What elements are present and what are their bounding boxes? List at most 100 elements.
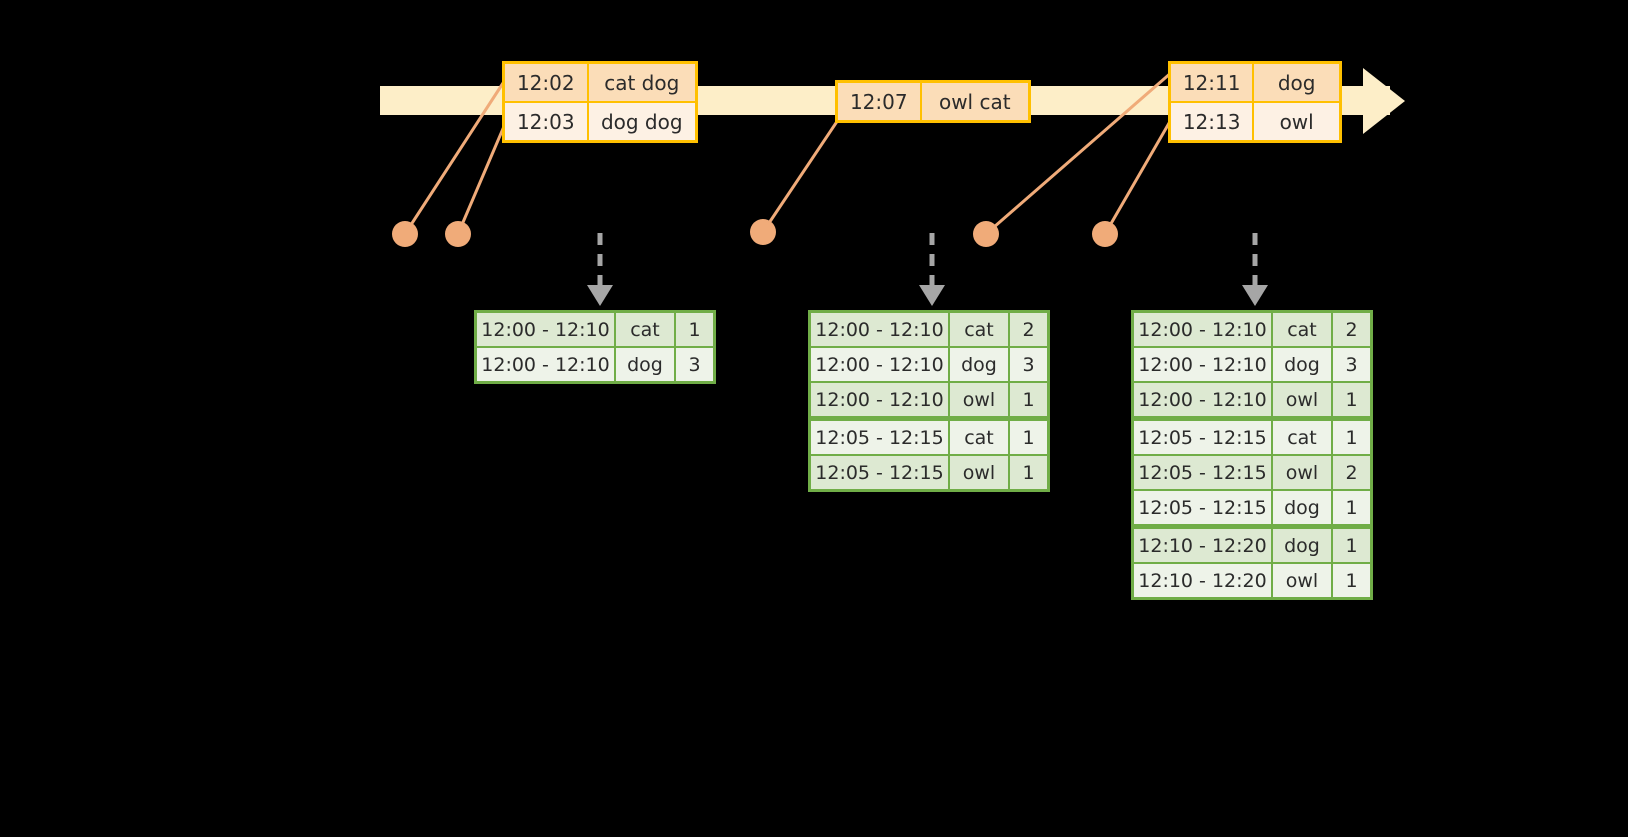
emit-arrow-1-head-icon (587, 285, 613, 306)
trigger-dot-3 (750, 219, 776, 245)
event-time: 12:07 (849, 89, 908, 114)
window-cell: 12:10 - 12:20 (1134, 529, 1271, 562)
key-cell: cat (950, 421, 1008, 454)
trigger-dot-2 (445, 221, 471, 247)
trigger-dot-4 (973, 221, 999, 247)
window-cell: 12:05 - 12:15 (811, 421, 948, 454)
key-cell: cat (1273, 313, 1331, 346)
key-cell: owl (1273, 564, 1331, 597)
count-cell: 1 (1333, 491, 1370, 524)
event-box-1: 12:02 cat dog 12:03 dog dog (502, 61, 698, 143)
count-cell: 1 (1333, 383, 1370, 416)
key-cell: dog (950, 348, 1008, 381)
event-text: cat dog (586, 64, 695, 101)
count-cell: 1 (1010, 421, 1047, 454)
event-row: 12:02 cat dog (505, 64, 695, 101)
window-cell: 12:00 - 12:10 (477, 313, 614, 346)
trigger-dot-5 (1092, 221, 1118, 247)
trigger-dot-5-line (1103, 117, 1174, 235)
count-cell: 1 (1333, 529, 1370, 562)
window-cell: 12:00 - 12:10 (811, 348, 948, 381)
event-time: 12:13 (1182, 109, 1241, 134)
count-cell: 2 (1333, 456, 1370, 489)
window-cell: 12:00 - 12:10 (1134, 348, 1271, 381)
window-cell: 12:05 - 12:15 (811, 456, 948, 489)
window-cell: 12:00 - 12:10 (1134, 383, 1271, 416)
count-cell: 2 (1010, 313, 1047, 346)
trigger-dot-2-line (456, 116, 510, 235)
key-cell: owl (950, 383, 1008, 416)
key-cell: dog (616, 348, 674, 381)
count-cell: 3 (676, 348, 713, 381)
event-row: 12:07 owl cat (838, 83, 1028, 120)
event-text: owl cat (919, 83, 1028, 120)
event-text: dog (1252, 64, 1339, 101)
key-cell: cat (616, 313, 674, 346)
event-row: 12:11 dog (1171, 64, 1339, 101)
emit-arrow-3-head-icon (1242, 285, 1268, 306)
count-cell: 3 (1333, 348, 1370, 381)
window-cell: 12:05 - 12:15 (1134, 421, 1271, 454)
key-cell: cat (950, 313, 1008, 346)
event-box-2: 12:07 owl cat (835, 80, 1031, 123)
count-cell: 3 (1010, 348, 1047, 381)
count-cell: 1 (676, 313, 713, 346)
key-cell: owl (1273, 456, 1331, 489)
count-cell: 1 (1010, 383, 1047, 416)
key-cell: owl (950, 456, 1008, 489)
trigger-dot-1 (392, 221, 418, 247)
timeline-arrowhead-icon (1363, 68, 1405, 134)
emit-arrow-2-head-icon (919, 285, 945, 306)
count-cell: 1 (1333, 421, 1370, 454)
window-cell: 12:00 - 12:10 (811, 313, 948, 346)
count-cell: 1 (1010, 456, 1047, 489)
event-time: 12:02 (516, 70, 575, 95)
key-cell: dog (1273, 491, 1331, 524)
count-cell: 1 (1333, 564, 1370, 597)
window-cell: 12:05 - 12:15 (1134, 456, 1271, 489)
trigger-dot-3-line (761, 113, 844, 233)
emit-arrows (587, 233, 1268, 306)
key-cell: dog (1273, 529, 1331, 562)
event-time: 12:11 (1182, 70, 1241, 95)
window-cell: 12:00 - 12:10 (811, 383, 948, 416)
window-cell: 12:00 - 12:10 (1134, 313, 1271, 346)
window-cell: 12:00 - 12:10 (477, 348, 614, 381)
key-cell: owl (1273, 383, 1331, 416)
event-row: 12:03 dog dog (505, 101, 695, 140)
event-time: 12:03 (516, 109, 575, 134)
key-cell: dog (1273, 348, 1331, 381)
event-text: dog dog (586, 103, 695, 140)
count-cell: 2 (1333, 313, 1370, 346)
key-cell: cat (1273, 421, 1331, 454)
window-cell: 12:05 - 12:15 (1134, 491, 1271, 524)
trigger-markers (392, 219, 1118, 247)
